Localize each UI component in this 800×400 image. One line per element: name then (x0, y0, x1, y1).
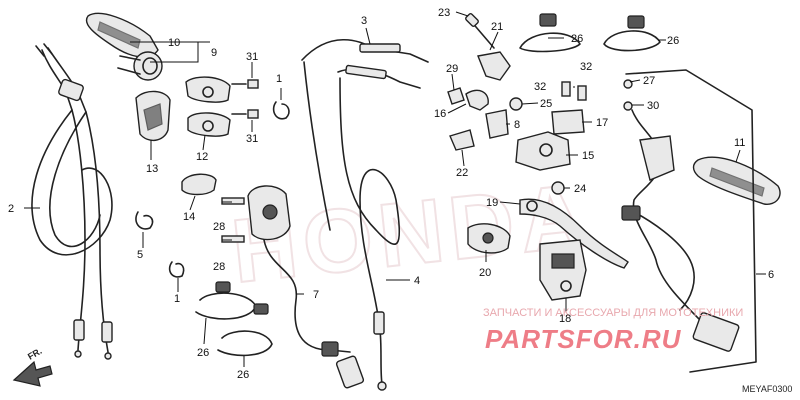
callout-p31b: 31 (246, 133, 258, 145)
callout-p8: 8 (514, 119, 520, 131)
rubber-14-drawing (181, 173, 217, 196)
wire-harness-drawing (621, 69, 757, 373)
callout-p26a: 26 (571, 33, 583, 45)
direction-label: FR. (26, 346, 44, 362)
watermark-tagline: ЗАПЧАСТИ И АКСЕССУАРЫ ДЛЯ МОТОТЕХНИКИ (483, 307, 743, 319)
lever-bracket-drawing (447, 13, 571, 171)
callout-p2: 2 (8, 203, 14, 215)
callout-p9: 9 (211, 47, 217, 59)
diagram-code: MEYAF0300 (742, 384, 792, 394)
callout-p3: 3 (361, 15, 367, 27)
bands-right-drawing (519, 13, 661, 135)
cables-center-drawing (301, 38, 429, 391)
callout-p17: 17 (596, 117, 608, 129)
callout-p10: 10 (168, 37, 180, 49)
bolts-31-drawing (231, 79, 259, 119)
callout-p15: 15 (582, 150, 594, 162)
callout-p26b: 26 (667, 35, 679, 47)
callout-p22: 22 (456, 167, 468, 179)
callout-p32a: 32 (534, 81, 546, 93)
clutch-lever-drawing (519, 198, 629, 269)
throttle-cable-drawing (31, 43, 113, 360)
callout-p5: 5 (137, 249, 143, 261)
leader-lines (24, 11, 766, 367)
callout-p4: 4 (414, 275, 420, 287)
grip-right-drawing (692, 156, 781, 205)
engine-stop-switch-drawing (221, 185, 365, 389)
callout-p32b: 32 (580, 61, 592, 73)
callout-p6: 6 (768, 269, 774, 281)
nut-24-drawing (551, 181, 565, 195)
callout-p23: 23 (438, 7, 450, 19)
callout-p26d: 26 (237, 369, 249, 381)
callout-p27: 27 (643, 75, 655, 87)
callout-p24: 24 (574, 183, 586, 195)
callout-p21: 21 (491, 21, 503, 33)
clips-drawing (135, 101, 290, 278)
throttle-grip-drawing (85, 12, 163, 81)
callout-p1b: 1 (174, 293, 180, 305)
callout-p25: 25 (540, 98, 552, 110)
callout-p14: 14 (183, 211, 195, 223)
callout-p19: 19 (486, 197, 498, 209)
callout-p30: 30 (647, 100, 659, 112)
throttle-housing-drawing (135, 90, 171, 141)
master-cylinder-drawing (539, 239, 587, 301)
callout-labels: 10 9 31 1 31 13 12 14 28 28 5 1 2 7 26 2… (8, 7, 774, 381)
callout-p26c: 26 (197, 347, 209, 359)
callout-p7: 7 (313, 289, 319, 301)
bands-left-drawing (195, 281, 273, 357)
callout-p28a: 28 (213, 221, 225, 233)
throttle-housing-cover-drawing (185, 76, 231, 137)
callout-p31a: 31 (246, 51, 258, 63)
front-direction-arrow (12, 360, 53, 387)
callout-p12: 12 (196, 151, 208, 163)
callout-p11: 11 (734, 137, 745, 149)
callout-p16: 16 (434, 108, 446, 120)
callout-p1a: 1 (276, 73, 282, 85)
hot-start-valve-drawing (467, 223, 511, 254)
callout-p18: 18 (559, 313, 571, 325)
callout-p28b: 28 (213, 261, 225, 273)
watermark-brand: PARTSFOR.RU (485, 324, 682, 354)
callout-p13: 13 (146, 163, 158, 175)
callout-p29: 29 (446, 63, 458, 75)
callout-p20: 20 (479, 267, 491, 279)
